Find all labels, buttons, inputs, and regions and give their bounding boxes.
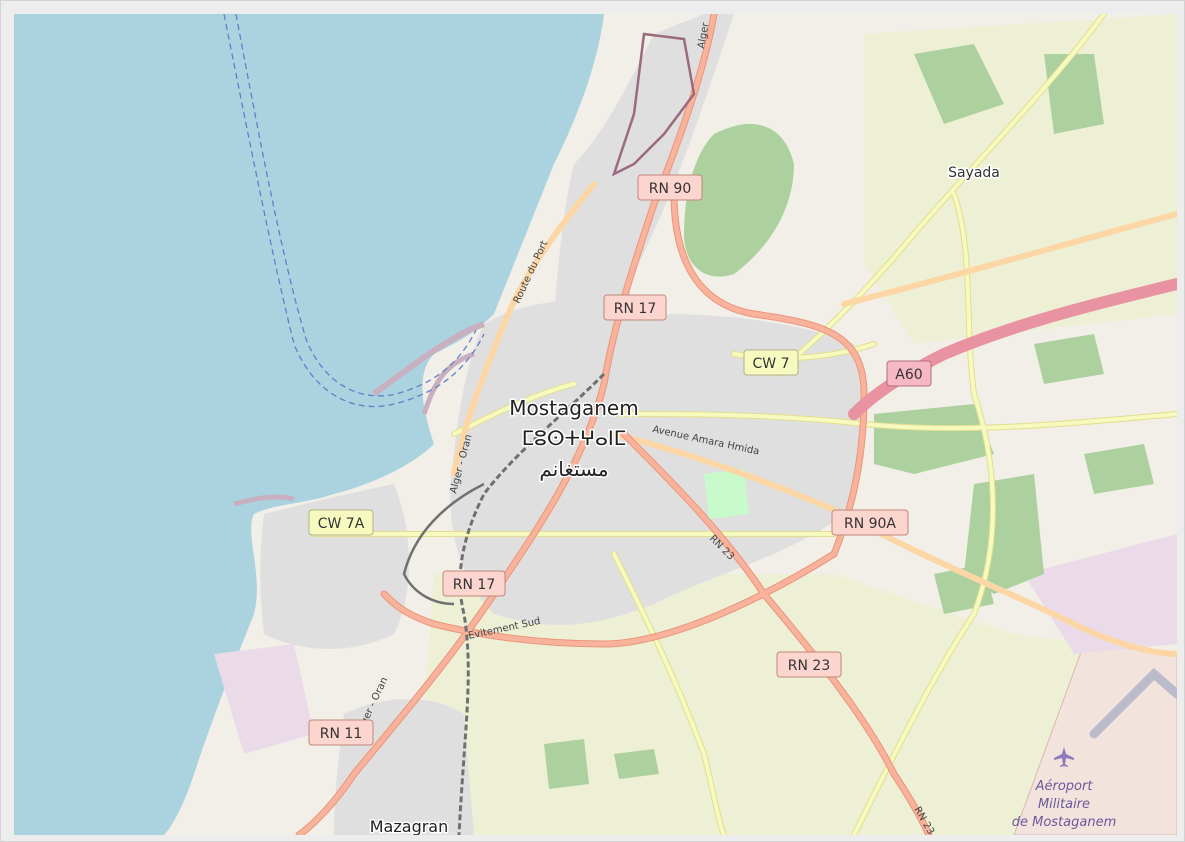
forest-area-10: [614, 749, 659, 779]
sea-area[interactable]: [14, 14, 604, 835]
svg-text:RN 17: RN 17: [614, 301, 656, 317]
railway-branch: [402, 482, 485, 606]
airport-label-line-2: Militaire: [1038, 797, 1090, 812]
urban-area-mazagran: [334, 699, 474, 835]
urban-area-north: [554, 14, 734, 314]
shield-rn90-north: RN 90: [637, 174, 703, 201]
map-canvas[interactable]: Route du Port Alger - Oran Alger - Oran …: [14, 14, 1177, 835]
forest-area-1: [684, 124, 794, 277]
farmland-area: [414, 574, 1177, 835]
svg-text:RN 17: RN 17: [453, 577, 495, 593]
road-label-alger-top: Alger: [696, 21, 712, 50]
map-viewport[interactable]: Route du Port Alger - Oran Alger - Oran …: [14, 14, 1177, 835]
industrial-area: [1024, 534, 1177, 654]
shield-a60: A60: [886, 360, 932, 387]
place-label-mostaganem[interactable]: Mostaganem: [508, 395, 640, 422]
district-boundary: [611, 32, 696, 177]
forest-area-9: [544, 739, 589, 789]
port-pier: [372, 321, 485, 397]
primary-roads: [451, 181, 1177, 657]
forest-area-2: [914, 44, 1004, 124]
shield-rn23: RN 23: [776, 651, 842, 678]
shipping-lane-2: [235, 14, 477, 397]
shield-cw7a: CW 7A: [308, 509, 374, 536]
shield-cw7: CW 7: [743, 349, 799, 376]
forest-area-6: [1084, 444, 1154, 494]
airport-label-line-1: Aéroport: [1035, 779, 1094, 794]
airport-label-line-3: de Mostaganem: [1012, 815, 1117, 830]
svg-text:A60: A60: [895, 367, 922, 383]
svg-text:RN 90: RN 90: [649, 181, 691, 197]
railway: [457, 372, 606, 835]
shield-rn17-north: RN 17: [603, 294, 667, 321]
industrial-area-west: [214, 644, 314, 754]
place-label-sayada[interactable]: Sayada: [947, 164, 1002, 183]
svg-text:RN 11: RN 11: [320, 726, 362, 742]
shield-rn11: RN 11: [308, 719, 374, 746]
place-label-mostaganem-arabic: مستغانم: [539, 457, 608, 481]
svg-text:RN 90A: RN 90A: [844, 516, 896, 532]
forest-area-7: [1034, 334, 1104, 384]
svg-text:CW 7: CW 7: [753, 356, 790, 372]
place-label-mostaganem-tifinagh: ⵎⵓⵙⵜⵖⴰⵏⵎ: [522, 426, 626, 450]
shipping-lane: [223, 14, 485, 408]
motorway-a60: [848, 278, 1177, 420]
park-area: [704, 469, 749, 519]
airplane-icon[interactable]: [1054, 747, 1074, 767]
svg-text:CW 7A: CW 7A: [318, 516, 365, 532]
port-breakwater: [233, 494, 295, 507]
runway: [1089, 667, 1177, 739]
shield-rn17-south: RN 17: [442, 570, 506, 597]
port-pier-2: [421, 351, 475, 415]
shield-rn90a: RN 90A: [831, 509, 909, 536]
svg-text:RN 23: RN 23: [788, 658, 830, 674]
forest-area-3: [1044, 54, 1104, 134]
forest-area-4: [874, 404, 994, 474]
place-label-mazagran[interactable]: Mazagran: [368, 816, 450, 836]
